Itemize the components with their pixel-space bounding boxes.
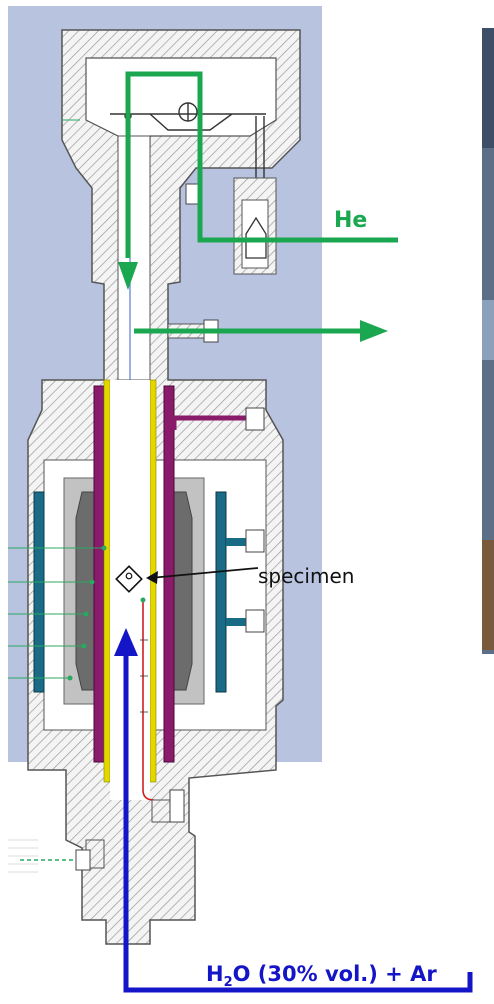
he-flow-in-arrow [118, 71, 398, 290]
specimen-label: specimen [258, 564, 355, 588]
bottom-fittings [8, 789, 185, 873]
inlet-rest: O (30% vol.) + Ar [232, 962, 437, 986]
inlet-flow-arrow [114, 628, 473, 993]
inlet-formula: H [206, 962, 224, 986]
inlet-subscript: 2 [223, 975, 233, 991]
heating-element-left [93, 385, 105, 763]
he-flow-out-arrow [134, 320, 388, 342]
purge-line [171, 415, 248, 430]
he-label: He [334, 208, 368, 233]
photo-fragment [482, 28, 494, 654]
specimen-holder-icon [115, 565, 143, 593]
thermocouple-leads [8, 119, 104, 679]
balance-beam [110, 102, 266, 214]
central-bore [117, 135, 151, 381]
heating-element-right [163, 385, 175, 763]
reaction-tube-left [103, 379, 111, 783]
specimen-pointer [146, 567, 259, 584]
cooling-jacket-right [215, 491, 227, 693]
cooling-jacket-left [33, 491, 45, 693]
cooling-connectors [226, 529, 265, 633]
insulation-dark-left [75, 491, 95, 691]
insulation-dark-right [173, 491, 193, 691]
inlet-gas-label: H2O (30% vol.) + Ar [206, 962, 437, 990]
